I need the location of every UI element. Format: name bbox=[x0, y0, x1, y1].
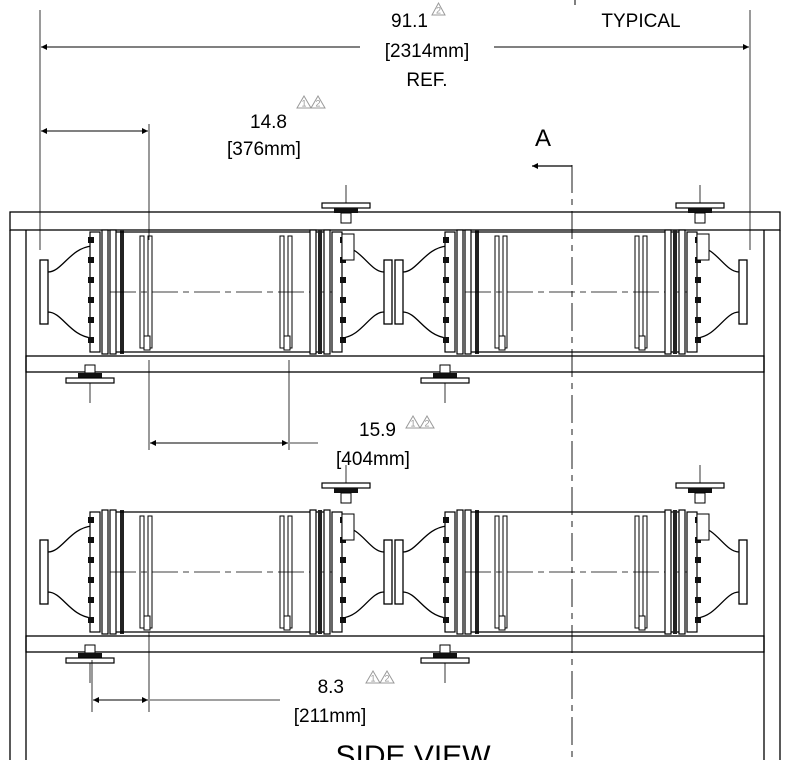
section-line-a: A bbox=[532, 125, 573, 760]
svg-text:2: 2 bbox=[424, 419, 429, 429]
drain-valve bbox=[65, 364, 115, 404]
filter-housing-upper-right bbox=[394, 229, 748, 355]
svg-text:1: 1 bbox=[370, 674, 375, 684]
svg-text:2: 2 bbox=[436, 6, 441, 16]
drain-valve bbox=[65, 644, 115, 684]
dim-overall-metric: [2314mm] bbox=[385, 41, 469, 62]
dim-overall-note: REF. bbox=[406, 70, 447, 91]
dim-inlet-offset-value: 14.8 bbox=[250, 112, 287, 133]
vent-valve bbox=[321, 184, 371, 224]
section-marker: A bbox=[535, 125, 551, 152]
skid-frame bbox=[9, 211, 781, 760]
svg-text:1: 1 bbox=[301, 99, 306, 109]
dim-inlet-offset: 14.8 1 2 [376mm] bbox=[41, 95, 326, 240]
typical-note: TYPICAL bbox=[601, 11, 680, 32]
dim-element-span-value: 15.9 bbox=[359, 420, 396, 441]
dim-element-span-metric: [404mm] bbox=[336, 449, 410, 470]
dim-end-offset-metric: [211mm] bbox=[294, 706, 367, 727]
vent-valve bbox=[321, 464, 371, 504]
dim-element-span: 15.9 1 2 [404mm] bbox=[148, 360, 435, 470]
filter-housing-lower-left bbox=[39, 509, 393, 635]
view-title: SIDE VIEW bbox=[335, 740, 491, 760]
revision-triangle-icon: 1 2 bbox=[405, 415, 435, 429]
revision-triangle-icon: 2 bbox=[431, 1, 446, 16]
vent-valve bbox=[675, 464, 725, 504]
drain-valve bbox=[420, 364, 470, 404]
svg-text:2: 2 bbox=[384, 674, 389, 684]
dim-overall-value: 91.1 bbox=[391, 11, 428, 32]
dim-end-offset-value: 8.3 bbox=[318, 677, 344, 698]
svg-text:2: 2 bbox=[315, 99, 320, 109]
vent-valve bbox=[675, 184, 725, 224]
revision-triangle-icon: 1 2 bbox=[365, 670, 395, 684]
filter-housing-lower-right bbox=[394, 509, 748, 635]
dim-overall: 91.1 2 [2314mm] REF. TYPICAL bbox=[39, 0, 751, 250]
svg-text:1: 1 bbox=[410, 419, 415, 429]
dim-inlet-offset-metric: [376mm] bbox=[227, 139, 301, 160]
drain-valve bbox=[420, 644, 470, 684]
dim-end-offset: 8.3 1 2 [211mm] bbox=[91, 632, 395, 727]
revision-triangle-icon: 1 2 bbox=[296, 95, 326, 109]
filter-housing-upper-left bbox=[39, 229, 393, 355]
